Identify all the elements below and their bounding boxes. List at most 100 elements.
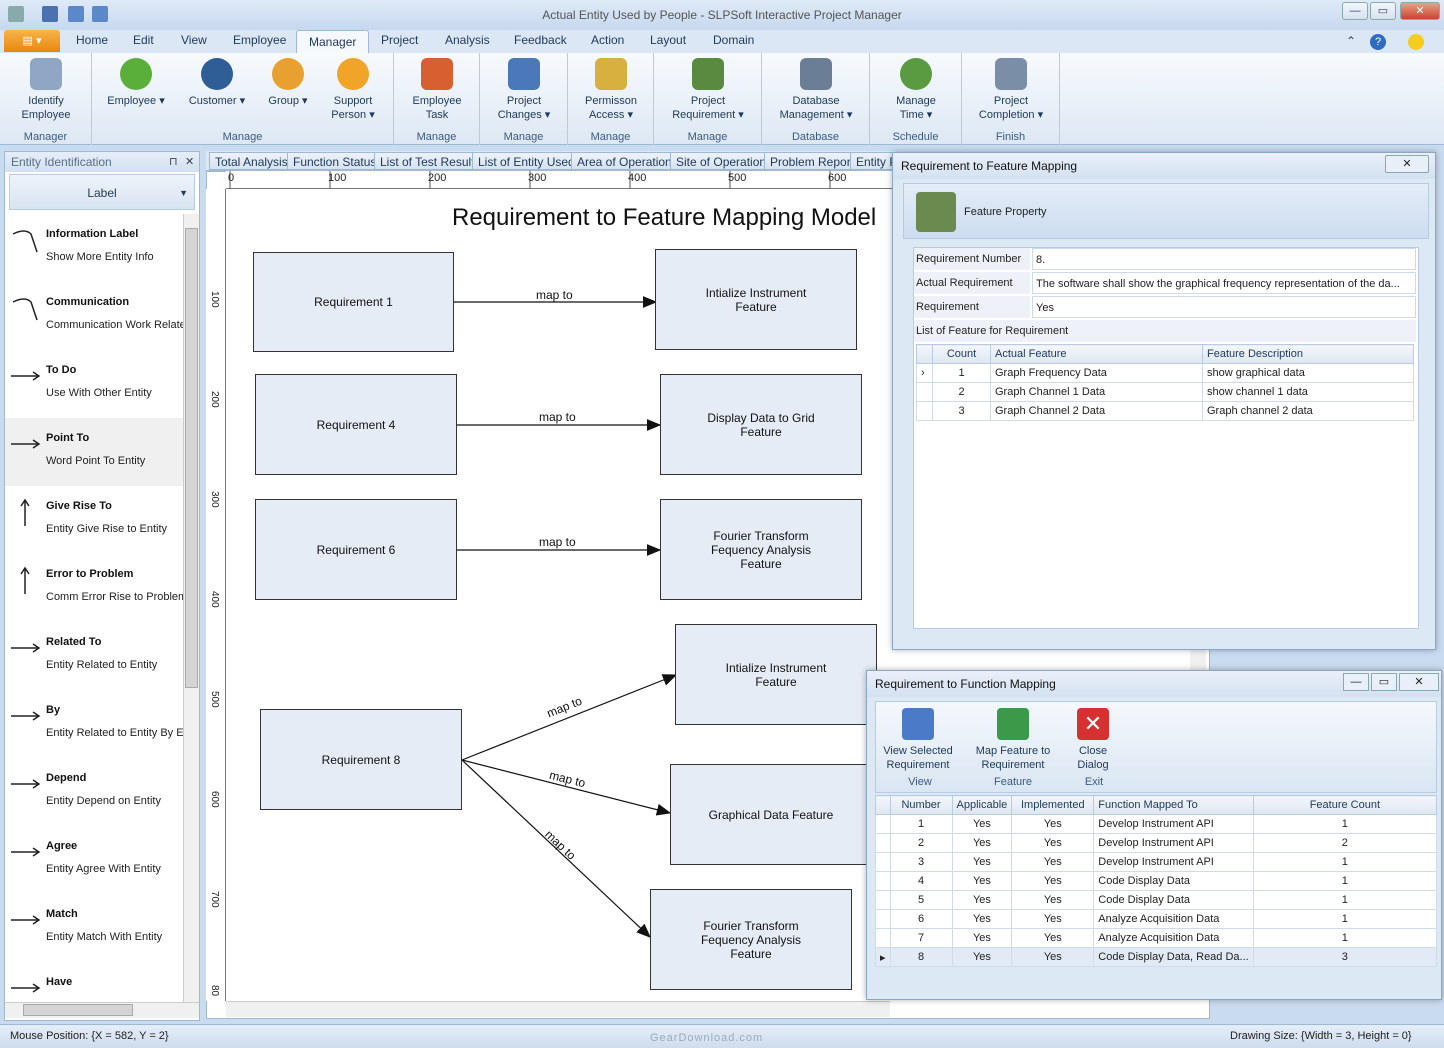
tab-analysis[interactable]: Analysis bbox=[445, 33, 490, 47]
requirement-number-field[interactable]: 8. bbox=[1032, 248, 1416, 270]
requirement-node[interactable]: Requirement 4 bbox=[255, 374, 457, 475]
ribbon-collapse-icon[interactable]: ⌃ bbox=[1346, 34, 1357, 48]
maximize-button[interactable]: ▭ bbox=[1370, 2, 1396, 20]
tab-list-of-test-result[interactable]: List of Test Result bbox=[374, 152, 481, 170]
arrow-right-icon bbox=[11, 983, 41, 993]
label-selector[interactable]: Label▼ bbox=[9, 174, 195, 210]
tab-edit[interactable]: Edit bbox=[133, 33, 154, 47]
help-icon[interactable]: ? bbox=[1370, 34, 1386, 50]
requirement-node[interactable]: Requirement 1 bbox=[253, 252, 454, 352]
tab-function-status[interactable]: Function Status bbox=[287, 152, 383, 170]
diagram-title: Requirement to Feature Mapping Model bbox=[452, 204, 877, 231]
actual-requirement-field[interactable]: The software shall show the graphical fr… bbox=[1032, 272, 1416, 294]
requirement-applicable-select[interactable]: Yes bbox=[1032, 296, 1416, 318]
arrow-up-icon bbox=[20, 498, 30, 526]
feature-node[interactable]: Graphical Data Feature bbox=[670, 764, 872, 865]
customer-icon bbox=[201, 58, 233, 90]
tab-project[interactable]: Project bbox=[381, 33, 419, 47]
group-button[interactable]: Group ▾ bbox=[262, 58, 314, 108]
tab-employee[interactable]: Employee bbox=[233, 33, 287, 47]
property-header: Feature Property bbox=[903, 183, 1429, 239]
feature-node[interactable]: Intialize Instrument Feature bbox=[655, 249, 857, 350]
close-button[interactable]: ✕ bbox=[1400, 2, 1440, 20]
undo-icon[interactable] bbox=[68, 6, 84, 22]
tab-domain[interactable]: Domain bbox=[713, 33, 755, 47]
tab-area-of-operation[interactable]: Area of Operation bbox=[571, 152, 678, 170]
tab-feedback[interactable]: Feedback bbox=[514, 33, 567, 47]
list-item[interactable]: Have bbox=[5, 962, 183, 1006]
requirement-node[interactable]: Requirement 8 bbox=[260, 709, 462, 810]
app-menu-button[interactable]: ▤ ▾ bbox=[4, 30, 60, 52]
edge-label: map to bbox=[539, 410, 576, 424]
tab-list-of-entity-used[interactable]: List of Entity Used bbox=[472, 152, 581, 170]
tab-entity-partial[interactable]: Entity P bbox=[850, 152, 904, 170]
pin-icon[interactable]: ⊓ bbox=[169, 156, 178, 168]
dialog-minimize-button[interactable]: — bbox=[1343, 673, 1369, 691]
ribbon-group-finish: Finish bbox=[962, 53, 1060, 145]
tab-site-of-operation[interactable]: Site of Operation bbox=[670, 152, 773, 170]
title-bar: Actual Entity Used by People - SLPSoft I… bbox=[0, 0, 1444, 30]
tab-layout[interactable]: Layout bbox=[650, 33, 687, 47]
tab-view[interactable]: View bbox=[181, 33, 207, 47]
edge-label: map to bbox=[539, 535, 576, 549]
employee-button[interactable]: Employee ▾ bbox=[102, 58, 170, 108]
tab-total-analysis[interactable]: Total Analysis bbox=[209, 152, 294, 170]
feature-node[interactable]: Fourier Transform Fequency Analysis Feat… bbox=[650, 889, 852, 990]
canvas-horizontal-scrollbar[interactable] bbox=[226, 1001, 890, 1017]
feature-node[interactable]: Intialize Instrument Feature bbox=[675, 624, 877, 725]
theme-icon[interactable] bbox=[1408, 34, 1424, 50]
vertical-scrollbar[interactable] bbox=[183, 214, 199, 1002]
save-icon[interactable] bbox=[42, 6, 58, 22]
dialog-maximize-button[interactable]: ▭ bbox=[1371, 673, 1397, 691]
tab-action[interactable]: Action bbox=[591, 33, 625, 47]
dialog-close-button[interactable]: ✕ bbox=[1399, 673, 1439, 691]
tab-manager[interactable]: Manager bbox=[296, 30, 370, 54]
requirement-node[interactable]: Requirement 6 bbox=[255, 499, 457, 600]
customer-button[interactable]: Customer ▾ bbox=[182, 58, 252, 108]
feature-node[interactable]: Fourier Transform Fequency Analysis Feat… bbox=[660, 499, 862, 600]
redo-icon[interactable] bbox=[92, 6, 108, 22]
horizontal-scrollbar[interactable] bbox=[5, 1002, 199, 1018]
tab-home[interactable]: Home bbox=[76, 33, 109, 47]
feature-node[interactable]: Display Data to Grid Feature bbox=[660, 374, 862, 475]
tab-problem-report[interactable]: Problem Report bbox=[764, 152, 861, 170]
minimize-button[interactable]: — bbox=[1342, 2, 1368, 20]
panel-close-icon[interactable]: ✕ bbox=[185, 156, 195, 168]
dialog-close-button[interactable]: ✕ bbox=[1385, 155, 1429, 173]
property-grid: Requirement Number 8. Actual Requirement… bbox=[913, 247, 1419, 629]
